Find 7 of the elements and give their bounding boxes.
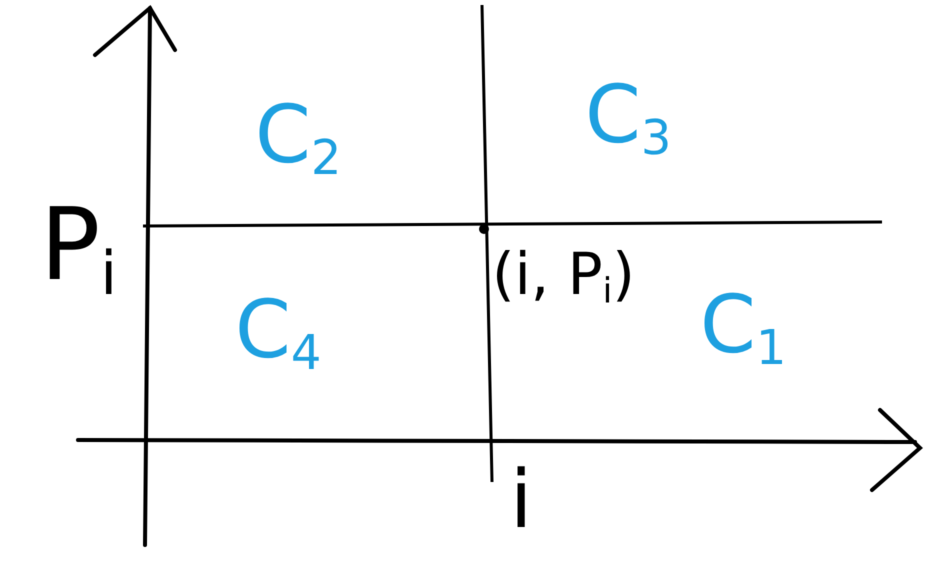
axis-label: P$_{i}$	[40, 195, 117, 304]
axis-label: i	[510, 460, 532, 540]
region-label: C$_{2}$	[255, 95, 342, 182]
region-label: C$_{3}$	[585, 75, 672, 162]
region-label: C$_{4}$	[235, 290, 322, 377]
point-label: (i, P$_{i}$)	[492, 245, 635, 310]
region-label: C$_{1}$	[700, 285, 786, 372]
